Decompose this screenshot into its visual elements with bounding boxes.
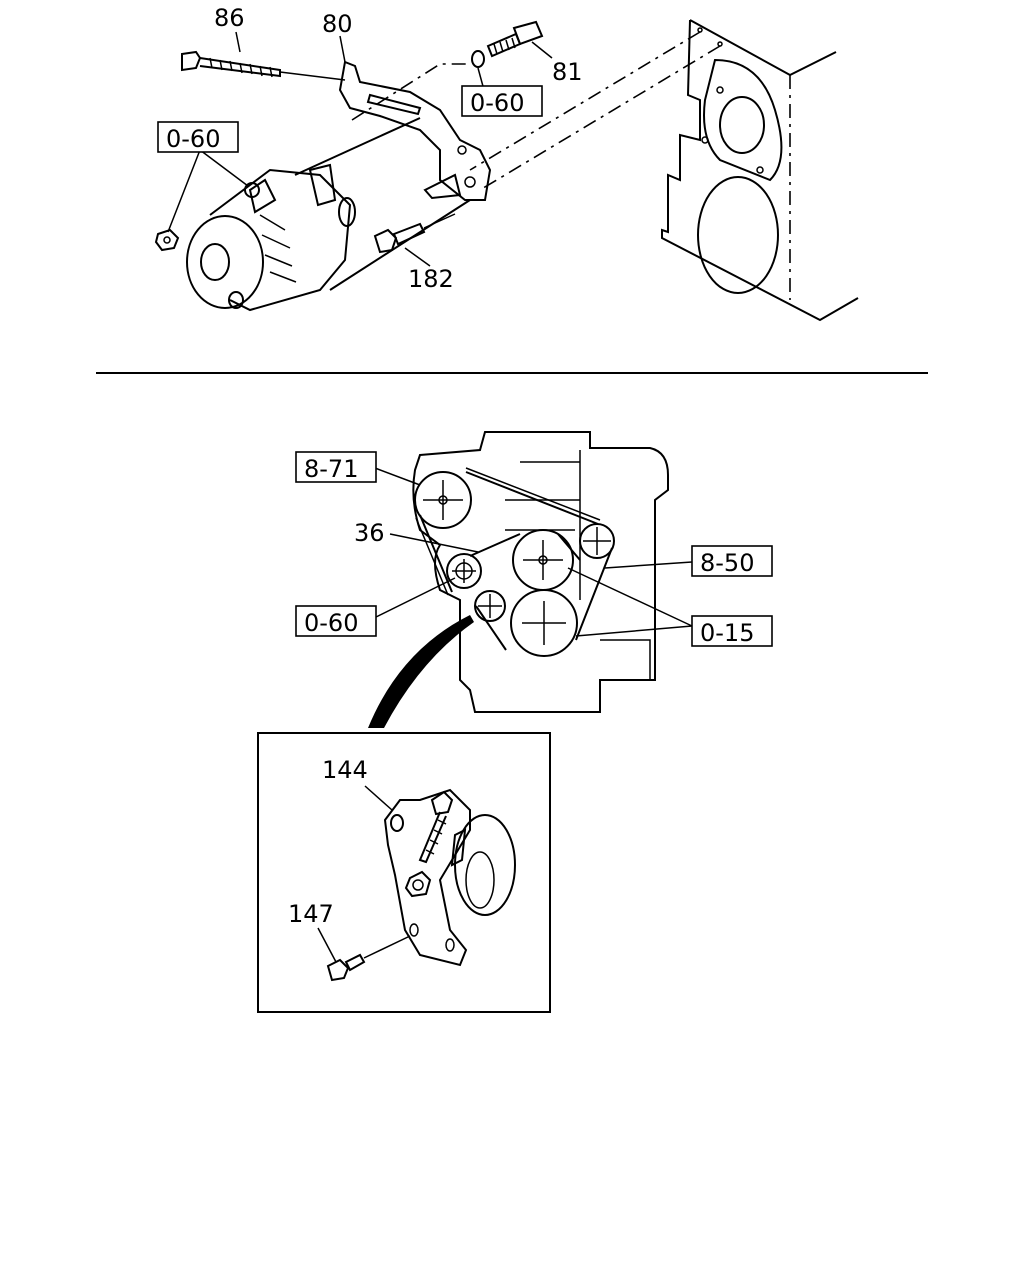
alternator (186, 117, 471, 312)
washer (471, 50, 485, 68)
label-ref-washer: 0-60 (470, 89, 524, 117)
ref-box-washer (461, 85, 543, 117)
label-8-71: 8-71 (304, 455, 358, 483)
label-86: 86 (214, 4, 245, 32)
upper-exploded-view: 86 80 81 0-60 0-60 182 (154, 4, 859, 322)
idler-pulley (474, 590, 506, 622)
label-36: 36 (354, 519, 385, 547)
nut (154, 228, 180, 252)
pulley-right (579, 523, 615, 559)
label-80: 80 (322, 10, 353, 38)
label-0-60: 0-60 (304, 609, 358, 637)
label-182: 182 (408, 265, 454, 293)
bracket-80 (338, 60, 492, 201)
bolt-147 (326, 935, 411, 982)
detail-box: 144 147 (257, 732, 551, 1013)
label-8-50: 8-50 (700, 549, 754, 577)
crank-pulley (510, 589, 578, 657)
engine-outline (412, 431, 669, 713)
bolt-182 (373, 213, 456, 254)
ref-box-8-50 (691, 545, 773, 577)
ref-box-0-60 (295, 605, 377, 637)
detail-callout-pointer (368, 615, 474, 728)
label-ref-alternator: 0-60 (166, 125, 220, 153)
tensioner-pulley (446, 553, 482, 589)
engine-front-cover (661, 19, 859, 322)
pulley-upper (414, 471, 472, 529)
label-147: 147 (288, 900, 334, 928)
belt-layout-view: 8-71 36 8-50 0-60 0-15 (257, 431, 773, 1013)
ref-box-8-71 (295, 451, 377, 483)
stud-81 (471, 20, 544, 68)
tensioner-assembly-144 (383, 788, 516, 967)
label-144: 144 (322, 756, 368, 784)
pulley-center (512, 529, 574, 591)
label-0-15: 0-15 (700, 619, 754, 647)
ref-box-alternator (157, 121, 239, 153)
drive-belt (415, 467, 613, 651)
label-81: 81 (552, 58, 583, 86)
ref-box-0-15 (691, 615, 773, 647)
long-bolt-86 (181, 50, 346, 81)
